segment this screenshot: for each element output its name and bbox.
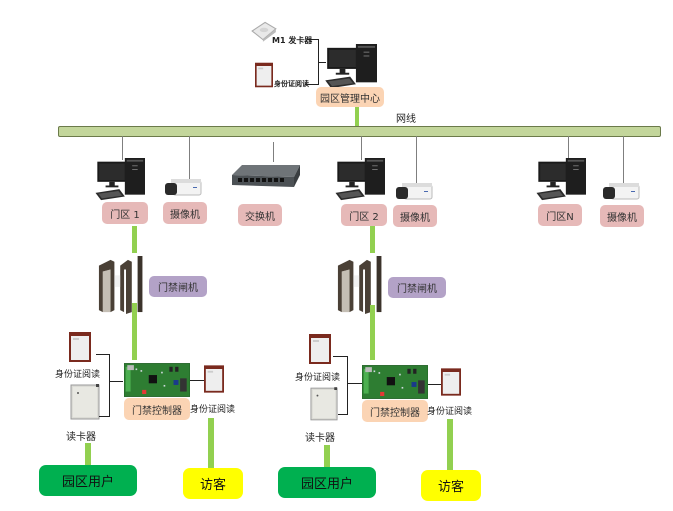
computer-icon: [333, 158, 393, 202]
bus-drop: [122, 136, 123, 160]
zone-label: 门区N: [538, 204, 582, 226]
center-label: 园区管理中心: [316, 87, 384, 107]
visitor-box: 访客: [183, 468, 243, 499]
id-reader-label: 身份证阅读: [274, 80, 309, 88]
bus-drop: [189, 136, 190, 179]
connector: [305, 84, 319, 85]
connector: [333, 356, 347, 357]
id-reader-label: 身份证阅读: [55, 370, 101, 380]
connector: [347, 356, 348, 415]
turnstile-label: 门禁闸机: [388, 277, 446, 298]
visitor-box: 访客: [421, 470, 481, 501]
bus-drop: [361, 136, 362, 160]
camera-icon: [601, 182, 641, 204]
turnstile-icon: [336, 256, 394, 314]
computer-icon: [323, 44, 385, 90]
switch-icon: [232, 163, 302, 193]
connector: [347, 383, 362, 384]
network-label: 网线: [396, 114, 416, 125]
connector: [318, 62, 326, 63]
bus-drop: [568, 136, 569, 160]
controller-board-icon: [362, 364, 428, 400]
turnstile-icon: [97, 256, 155, 314]
controller-board-icon: [124, 362, 190, 398]
zone-label: 门区 1: [102, 202, 148, 224]
connector: [428, 384, 442, 385]
connector: [338, 414, 348, 415]
bus-drop: [416, 136, 417, 183]
switch-label: 交换机: [238, 204, 282, 226]
zone-label: 门区 2: [341, 204, 387, 226]
camera-label: 摄像机: [600, 205, 644, 227]
card-reader-icon: [70, 384, 100, 420]
camera-label: 摄像机: [393, 205, 437, 227]
computer-icon: [93, 158, 153, 202]
visitor-link: [447, 419, 453, 470]
bus-drop: [623, 136, 624, 183]
id-reader-icon: [441, 368, 461, 396]
id-reader-icon: [309, 334, 331, 364]
bus-drop: [273, 142, 274, 162]
camera-label: 摄像机: [163, 202, 207, 224]
controller-label: 门禁控制器: [362, 400, 428, 422]
controller-label: 门禁控制器: [124, 398, 190, 420]
connector: [96, 354, 110, 355]
card-reader-icon: [310, 387, 338, 421]
connector: [318, 39, 319, 84]
zone-link: [132, 226, 137, 253]
zone-link: [370, 226, 375, 253]
user-box: 园区用户: [278, 467, 376, 498]
user-link: [85, 443, 91, 465]
id-reader-icon: [255, 62, 273, 88]
connector: [109, 354, 110, 416]
card-reader-label: 读卡器: [305, 433, 335, 444]
turnstile-link: [370, 305, 375, 360]
network-bus: [58, 126, 661, 137]
center-link: [355, 107, 359, 126]
connector: [190, 380, 204, 381]
visitor-link: [208, 418, 214, 468]
camera-icon: [163, 178, 203, 200]
id-reader-icon: [69, 332, 91, 362]
user-link: [324, 445, 330, 467]
id-reader-label: 身份证阅读: [295, 373, 341, 383]
card-issuer-label: M1 发卡器: [272, 36, 313, 45]
card-reader-label: 读卡器: [66, 432, 96, 443]
turnstile-link: [132, 303, 137, 360]
id-reader-label: 身份证阅读: [190, 405, 236, 415]
user-box: 园区用户: [39, 465, 137, 496]
connector: [307, 39, 318, 40]
id-reader-label: 身份证阅读: [427, 407, 473, 417]
connector: [99, 416, 110, 417]
id-reader-icon: [204, 365, 224, 393]
connector: [109, 381, 123, 382]
computer-icon: [534, 158, 594, 202]
turnstile-label: 门禁闸机: [149, 276, 207, 297]
camera-icon: [394, 182, 434, 204]
